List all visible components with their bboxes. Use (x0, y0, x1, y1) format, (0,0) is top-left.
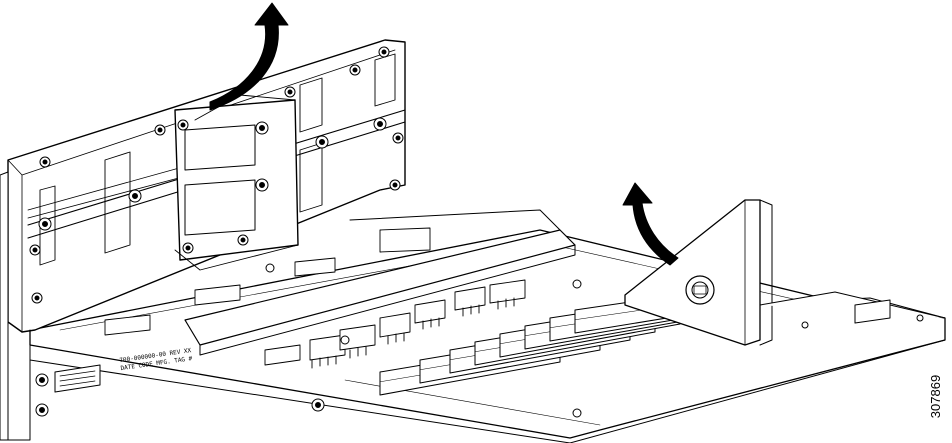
board-connectors (104, 257, 336, 366)
lift-arrow-icon (209, 2, 289, 111)
front-latch (54, 364, 101, 393)
figure-id-label: 307869 (922, 360, 950, 432)
front-screws (35, 263, 350, 417)
riser-board (184, 209, 576, 356)
pcie-bracket (624, 199, 773, 346)
memory-slots (379, 285, 741, 396)
board-right-edge (572, 279, 946, 418)
center-bracket (174, 94, 299, 271)
lift-arrow-icon (622, 182, 679, 266)
figure-id-number: 307869 (928, 374, 944, 418)
pin-headers (309, 279, 526, 369)
